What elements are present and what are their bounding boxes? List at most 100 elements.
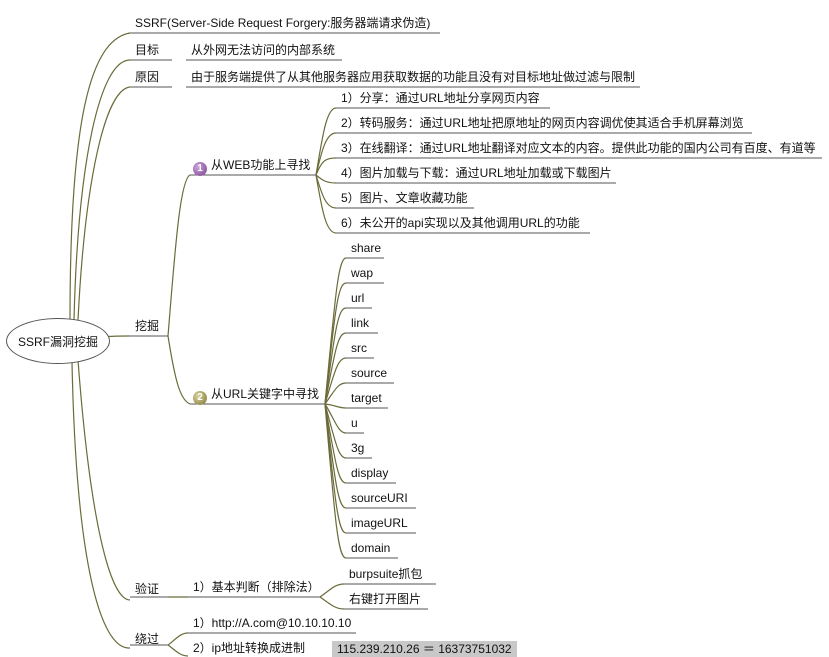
verify-node[interactable]: 验证 [132,581,162,597]
target-detail: 从外网无法访问的内部系统 [191,43,336,57]
bypass-node[interactable]: 绕过 [132,631,162,647]
link-kw-1 [324,257,347,405]
link-dig-keyword [167,335,191,405]
link-root-target [73,59,131,321]
web-item-6-label: 6）未公开的api实现以及其他调用URL的功能 [341,216,580,230]
keyword-label: url [351,291,365,305]
bypass-item-2[interactable]: 2）ip地址转换成进制 [190,640,308,656]
target-label: 目标 [135,43,160,57]
link-kw-12 [324,403,347,534]
keyword-branch-node[interactable]: 2 从URL关键字中寻找 [190,386,322,405]
link-kw-10 [324,403,347,484]
web-item-1-label: 1）分享：通过URL地址分享网页内容 [341,91,540,105]
link-root-bypass [71,361,131,649]
keyword-item[interactable]: url [348,290,367,306]
keyword-label: source [351,366,388,380]
verify-basic-node[interactable]: 1）基本判断（排除法） [190,579,323,595]
cause-detail-node[interactable]: 由于服务端提供了从其他服务器应用获取数据的功能且没有对目标地址做过滤与限制 [188,69,638,85]
verify-burp-label: burpsuite抓包 [349,567,423,581]
web-item-6[interactable]: 6）未公开的api实现以及其他调用URL的功能 [338,215,583,231]
keyword-label: wap [351,266,374,280]
web-item-1[interactable]: 1）分享：通过URL地址分享网页内容 [338,90,543,106]
link-root-verify [77,359,131,601]
link-kw-2 [324,282,347,405]
link-root-definition [69,32,131,321]
keyword-item[interactable]: target [348,390,385,406]
keyword-item[interactable]: share [348,240,384,256]
link-root-cause [77,86,131,321]
link-kw-3 [324,307,347,405]
keyword-label: sourceURI [351,491,408,505]
keyword-item[interactable]: imageURL [348,515,411,531]
link-web-item2 [315,132,337,176]
bypass-note-text: 115.239.210.26 ＝ 16373751032 [337,642,512,656]
web-item-4-label: 4）图片加载与下载：通过URL地址加载或下载图片 [341,166,612,180]
keyword-item[interactable]: 3g [348,440,367,456]
link-basic-burp [319,583,345,598]
web-item-5-label: 5）图片、文章收藏功能 [341,191,468,205]
cause-node[interactable]: 原因 [132,69,162,85]
keyword-item[interactable]: domain [348,540,393,556]
web-item-4[interactable]: 4）图片加载与下载：通过URL地址加载或下载图片 [338,165,615,181]
bypass-note: 115.239.210.26 ＝ 16373751032 [332,641,517,657]
bypass-item-1-label: 1）http://A.com@10.10.10.10 [193,616,352,630]
keyword-label: target [351,391,382,405]
number-two-icon: 2 [193,391,207,405]
target-detail-node[interactable]: 从外网无法访问的内部系统 [188,42,338,58]
link-basic-rightclick [319,596,345,610]
keyword-item[interactable]: sourceURI [348,490,411,506]
web-item-3-label: 3）在线翻译：通过URL地址翻译对应文本的内容。提供此功能的国内公司有百度、有道… [341,141,816,155]
keyword-label: imageURL [351,516,408,530]
number-one-icon: 1 [193,162,207,176]
web-item-2-label: 2）转码服务：通过URL地址把原地址的网页内容调优使其适合手机屏幕浏览 [341,116,744,130]
verify-rightclick-node[interactable]: 右键打开图片 [346,591,424,607]
keyword-label: domain [351,541,391,555]
bypass-item-1[interactable]: 1）http://A.com@10.10.10.10 [190,615,354,631]
keyword-item[interactable]: display [348,465,391,481]
cause-label: 原因 [135,70,160,84]
cause-detail: 由于服务端提供了从其他服务器应用获取数据的功能且没有对目标地址做过滤与限制 [191,70,636,84]
keyword-item[interactable]: src [348,340,370,356]
link-dig-web [167,174,191,337]
verify-label: 验证 [135,582,160,596]
keyword-item[interactable]: link [348,315,372,331]
link-kw-9 [324,403,347,459]
link-kw-11 [324,403,347,509]
web-item-3[interactable]: 3）在线翻译：通过URL地址翻译对应文本的内容。提供此功能的国内公司有百度、有道… [338,140,819,156]
definition-node[interactable]: SSRF(Server-Side Request Forgery:服务器端请求伪… [132,15,433,31]
keyword-label: display [351,466,389,480]
link-web-item5 [315,174,337,209]
verify-rightclick-label: 右键打开图片 [349,592,422,606]
target-node[interactable]: 目标 [132,42,162,58]
bypass-label: 绕过 [135,632,160,646]
definition-label: SSRF(Server-Side Request Forgery:服务器端请求伪… [135,16,431,30]
dig-label: 挖掘 [135,319,160,333]
keyword-label: link [351,316,370,330]
root-node[interactable]: SSRF漏洞挖掘 [6,318,110,364]
keyword-label: 3g [351,441,365,455]
verify-basic-label: 1）基本判断（排除法） [193,580,320,594]
keyword-item[interactable]: source [348,365,390,381]
dig-node[interactable]: 挖掘 [132,318,162,334]
link-kw-13 [324,403,347,559]
link-bypass-1 [167,632,189,646]
keyword-label: share [351,241,382,255]
keyword-item[interactable]: u [348,415,361,431]
keyword-branch-label: 从URL关键字中寻找 [211,387,320,401]
link-kw-6 [324,382,347,405]
link-kw-5 [324,357,347,405]
keyword-item[interactable]: wap [348,265,376,281]
link-web-item3 [315,157,337,176]
web-item-5[interactable]: 5）图片、文章收藏功能 [338,190,471,206]
link-web-item1 [315,107,337,176]
keyword-label: u [351,416,358,430]
link-web-item4 [315,174,337,184]
link-kw-4 [324,332,347,405]
verify-burp-node[interactable]: burpsuite抓包 [346,566,425,582]
link-kw-8 [324,403,347,434]
keyword-label: src [351,341,367,355]
web-item-2[interactable]: 2）转码服务：通过URL地址把原地址的网页内容调优使其适合手机屏幕浏览 [338,115,747,131]
link-web-item6 [315,174,337,234]
